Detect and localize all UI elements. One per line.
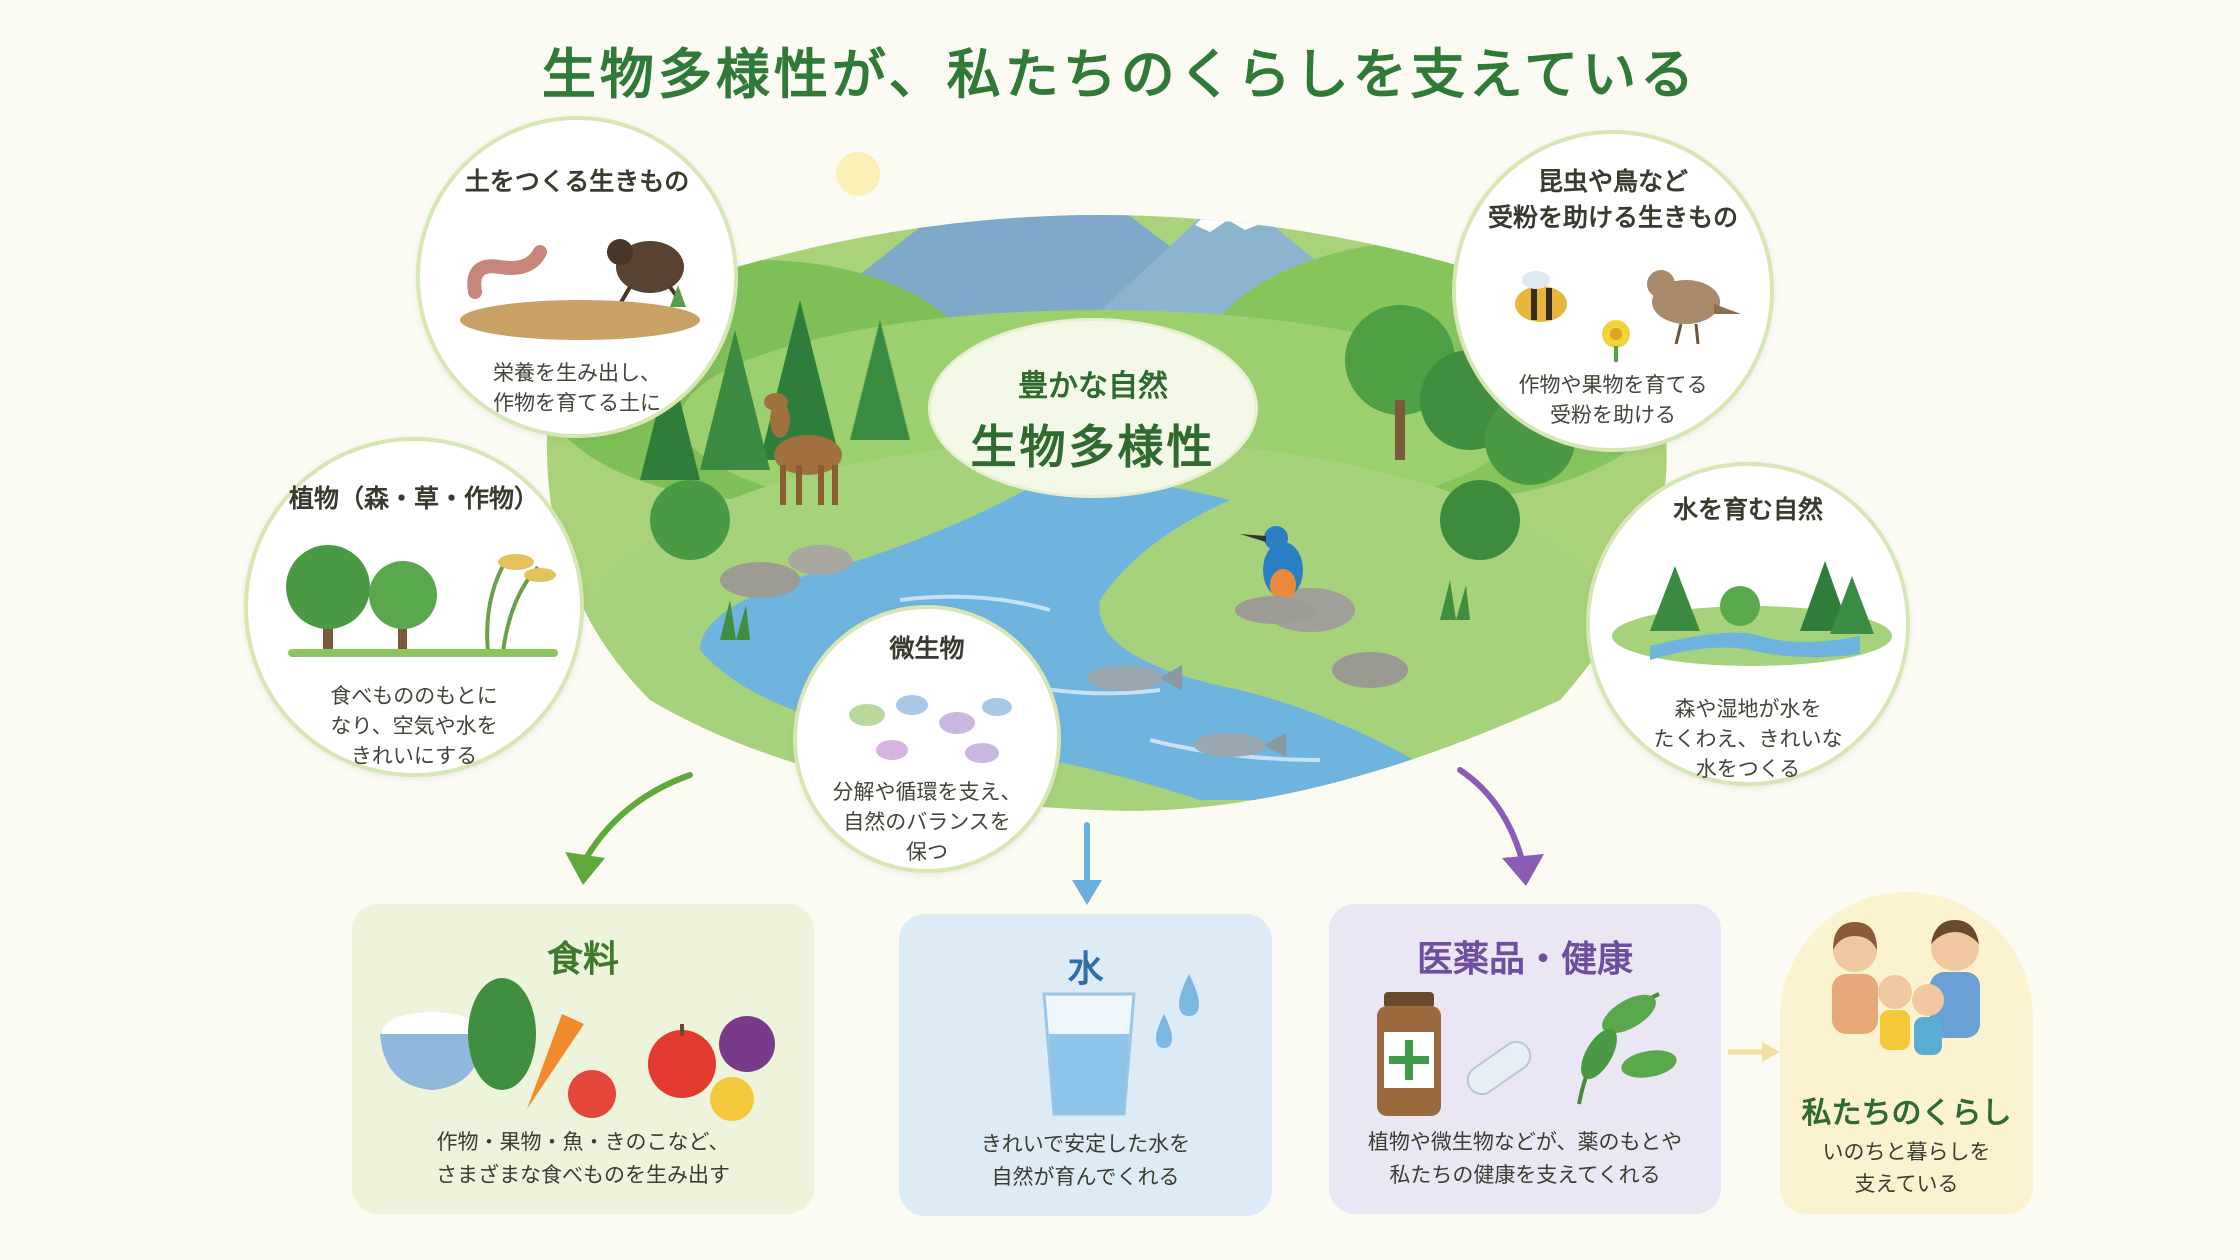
fish-icon [1087, 665, 1286, 757]
sun-icon [836, 152, 880, 196]
rice-plant-icon [485, 554, 556, 653]
leaf-icon [1577, 992, 1677, 1105]
microbes-illustration [849, 695, 1012, 763]
panel-food-desc-1: 作物・果物・魚・きのこなど、 [436, 1130, 730, 1154]
tree-icon [1650, 561, 1874, 634]
bubble-soil-desc-1: 栄養を生み出し、 [493, 361, 661, 385]
bubble-plants: 植物（森・草・作物） 食べもののもとに なり、空気や水を きれいにする [244, 437, 584, 777]
vegetable-icon [468, 978, 616, 1118]
family-illustration [1832, 920, 1980, 1055]
panel-water-desc-1: きれいで安定した水を [980, 1132, 1191, 1156]
bubble-plants-desc-3: きれいにする [350, 744, 478, 768]
water-arrow [1072, 822, 1102, 905]
panel-medicine-desc: 植物や微生物などが、薬のもとや 私たちの健康を支えてくれる [1329, 1126, 1721, 1192]
medicine-illustration [1377, 992, 1677, 1116]
bubble-microbes-desc-1: 分解や循環を支え、 [832, 780, 1022, 804]
capsule-icon [1466, 1040, 1532, 1096]
deer-icon [764, 393, 842, 505]
panel-our-life-desc-1: いのちと暮らしを [1822, 1140, 1991, 1164]
bubble-water-nature-desc-1: 森や湿地が水を [1674, 697, 1822, 721]
bubble-pollinators-title-2: 受粉を助ける生きもの [1487, 203, 1738, 232]
medicine-arrow [1457, 767, 1544, 886]
bubble-pollinators-title-1: 昆虫や鳥など [1537, 167, 1688, 196]
bubble-water-nature-desc-2: たくわえ、きれいな [1653, 727, 1843, 751]
panel-water-desc-2: 自然が育んでくれる [991, 1165, 1180, 1189]
bubble-microbes-desc-3: 保つ [906, 840, 948, 864]
panel-medicine-desc-1: 植物や微生物などが、薬のもとや [1367, 1130, 1683, 1154]
panel-our-life: 私たちのくらし いのちと暮らしを 支えている [1780, 892, 2033, 1214]
pollinators-illustration [1515, 270, 1741, 362]
bubble-microbes-desc-2: 自然のバランスを [843, 810, 1011, 834]
bubble-pollinators-desc-2: 受粉を助ける [1550, 403, 1676, 427]
bubble-soil-desc-2: 作物を育てる土に [493, 391, 661, 415]
bubble-plants-desc-1: 食べもののもとに [330, 684, 498, 708]
soil-illustration [460, 239, 700, 340]
panel-our-life-desc: いのちと暮らしを 支えている [1780, 1136, 2033, 1200]
center-line-1: 豊かな自然 [1018, 369, 1168, 404]
bird-icon [1647, 270, 1741, 345]
soil-pile-icon [460, 285, 700, 340]
beetle-icon [607, 239, 684, 306]
panel-food-desc-2: さまざまな食べものを生み出す [436, 1163, 730, 1187]
bubble-microbes-title: 微生物 [889, 634, 965, 663]
life-arrow [1728, 1042, 1780, 1062]
kingfisher-icon [1235, 526, 1315, 624]
flower-icon [1602, 320, 1630, 362]
panel-food-title: 食料 [546, 939, 619, 980]
panel-water-desc: きれいで安定した水を 自然が育んでくれる [899, 1128, 1272, 1194]
panel-medicine: 医薬品・健康 植物や微生物などが、薬のもとや 私たちの健康を支えてくれる [1329, 904, 1721, 1214]
tree-icon [286, 545, 437, 652]
panel-water-title: 水 [1067, 949, 1104, 990]
bee-icon [1515, 271, 1567, 322]
panel-medicine-title: 医薬品・健康 [1416, 939, 1633, 980]
bubble-water-nature-desc-3: 水をつくる [1695, 757, 1801, 781]
droplet-icon [1156, 974, 1199, 1048]
page-title: 生物多様性が、私たちのくらしを支えている [541, 43, 1699, 106]
rice-bowl-icon [380, 1012, 484, 1090]
earthworm-icon [467, 245, 547, 299]
panel-our-life-title: 私たちのくらし [1801, 1096, 2012, 1131]
bubble-plants-title: 植物（森・草・作物） [288, 484, 539, 513]
water-illustration [1042, 974, 1199, 1116]
panel-medicine-desc-2: 私たちの健康を支えてくれる [1389, 1163, 1661, 1187]
panel-food-desc: 作物・果物・魚・きのこなど、 さまざまな食べものを生み出す [352, 1126, 814, 1192]
panel-food: 食料 作物・果物・魚・きのこなど、 さまざまな食べものを生み出す [352, 904, 814, 1214]
medicine-bottle-icon [1377, 992, 1441, 1116]
bubble-microbes: 微生物 分解や循環を支え、 自然のバランスを 保つ [793, 605, 1061, 873]
food-illustration [380, 978, 775, 1121]
food-arrow [565, 772, 693, 885]
panel-our-life-desc-2: 支えている [1854, 1172, 1959, 1196]
bubble-water-nature: 水を育む自然 森や湿地が水を たくわえ、きれいな 水をつくる [1586, 462, 1910, 786]
bubble-pollinators-desc-1: 作物や果物を育てる [1518, 373, 1708, 397]
microbe-icon [849, 695, 1012, 763]
fruit-icon [648, 1016, 775, 1121]
bubble-soil-title: 土をつくる生きもの [464, 167, 690, 196]
bubble-plants-desc-2: なり、空気や水を [330, 714, 498, 738]
water-nature-illustration [1612, 561, 1892, 666]
bubble-soil-creatures: 土をつくる生きもの 栄養を生み出し、 作物を育てる土に [416, 116, 738, 438]
water-glass-icon [1042, 992, 1136, 1116]
center-line-2: 生物多様性 [970, 420, 1216, 474]
bubble-water-nature-title: 水を育む自然 [1672, 495, 1823, 524]
plants-illustration [286, 545, 558, 657]
center-biodiversity-label: 豊かな自然 生物多様性 [928, 318, 1258, 498]
family-icon [1832, 920, 1980, 1055]
bubble-pollinators: 昆虫や鳥など 受粉を助ける生きもの 作物や果物を育てる 受粉を助ける [1452, 130, 1774, 452]
panel-water: 水 きれいで安定した水を 自然が育んでくれる [899, 914, 1272, 1216]
